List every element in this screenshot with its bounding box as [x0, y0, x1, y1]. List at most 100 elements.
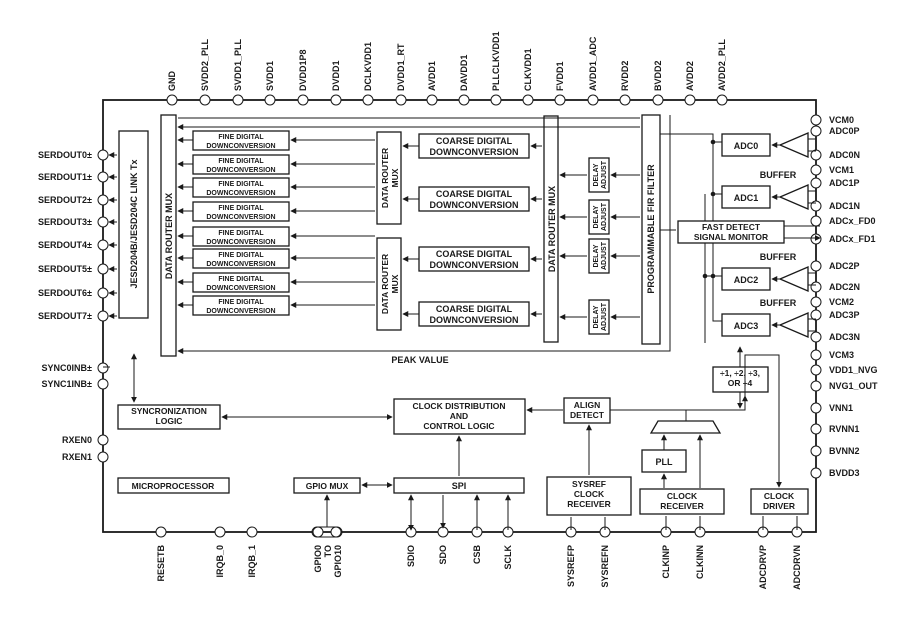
right-pin-label: VCM0	[829, 115, 854, 125]
right-pin-6	[810, 215, 822, 227]
top-pin-label: DVDD1	[331, 60, 341, 91]
left-pins: SERDOUT0±SERDOUT1±SERDOUT2±SERDOUT3±SERD…	[38, 149, 117, 463]
right-pin-label: ADCx_FD1	[829, 234, 876, 244]
bottom-pin-gpio-b	[330, 526, 342, 538]
left-pin-11	[97, 451, 109, 463]
inner-mux-lower-line1: DATA ROUTER	[380, 254, 390, 314]
fine-ddc-line2: DOWNCONVERSION	[206, 239, 275, 246]
svg-text:÷1, ÷2, ÷3,OR ÷4: ÷1, ÷2, ÷3,OR ÷4	[720, 368, 760, 388]
right-pin-18	[810, 445, 822, 457]
top-pin-label: FVDD1	[555, 61, 565, 91]
bottom-pin-label: ADCDRVN	[792, 545, 802, 590]
bottom-pin-gpio-a	[312, 526, 324, 538]
coarse-ddc-line1: COARSE DIGITAL	[436, 249, 513, 259]
delay-line1: DELAY	[593, 163, 600, 186]
fine-ddc-line2: DOWNCONVERSION	[206, 143, 275, 150]
buffer-triangle	[778, 312, 809, 338]
top-pin-label: AVDD2_PLL	[717, 39, 727, 91]
left-pin-7	[97, 310, 109, 322]
clock-mux-trapezoid	[649, 420, 722, 434]
coarse-ddc-line1: COARSE DIGITAL	[436, 304, 513, 314]
top-pin-15	[652, 94, 664, 106]
bottom-pin-label: GPIO10	[333, 545, 343, 578]
right-pin-label: BVDD3	[829, 468, 860, 478]
delay-line2: ADJUST	[601, 241, 608, 270]
svg-text:DELAYADJUST: DELAYADJUST	[593, 160, 608, 189]
top-pin-16	[684, 94, 696, 106]
align-line2: DETECT	[570, 410, 605, 420]
left-pin-3	[97, 216, 109, 228]
svg-text:DATA ROUTERMUX: DATA ROUTERMUX	[380, 254, 400, 314]
clock-dist-line1: CLOCK DISTRIBUTION	[412, 401, 505, 411]
fast-detect-line2: SIGNAL MONITOR	[694, 232, 768, 242]
peak-value-label: PEAK VALUE	[391, 355, 448, 365]
left-pin-4	[97, 239, 109, 251]
top-pin-13	[587, 94, 599, 106]
data-router-mux-right-label: DATA ROUTER MUX	[547, 186, 557, 272]
coarse-ddc-line1: COARSE DIGITAL	[436, 136, 513, 146]
right-pin-16	[810, 402, 822, 414]
top-pin-14	[619, 94, 631, 106]
top-pin-4	[297, 94, 309, 106]
right-pin-15	[810, 380, 822, 392]
top-pin-label: SVDD1_PLL	[233, 38, 243, 91]
top-pin-5	[330, 94, 342, 106]
bottom-pin-label: RESETB	[156, 545, 166, 582]
delay-adjust-block: DELAYADJUST	[588, 299, 610, 335]
top-pin-2	[232, 94, 244, 106]
buffer-label: BUFFER	[760, 252, 797, 262]
left-pin-1	[97, 171, 109, 183]
fine-ddc-line1: FINE DIGITAL	[218, 230, 264, 237]
bottom-pin-2	[246, 526, 258, 538]
gpio-mux-label: GPIO MUX	[306, 481, 349, 491]
top-pin-1	[199, 94, 211, 106]
microprocessor-label: MICROPROCESSOR	[132, 481, 215, 491]
top-pin-label: SVDD1	[265, 61, 275, 91]
bottom-pin-label: CSB	[472, 545, 482, 565]
fine-ddc-line1: FINE DIGITAL	[218, 181, 264, 188]
right-pin-label: VCM2	[829, 297, 854, 307]
coarse-ddc-line2: DOWNCONVERSION	[429, 315, 518, 325]
delay-line1: DELAY	[593, 205, 600, 228]
buffer-label: BUFFER	[760, 170, 797, 180]
right-pins: VCM0ADC0PADC0NVCM1ADC1PADC1NADCx_FD0ADCx…	[810, 114, 878, 479]
clock-dist-line3: CONTROL LOGIC	[423, 421, 494, 431]
top-pin-9	[458, 94, 470, 106]
bottom-pin-label: SCLK	[503, 545, 513, 570]
right-pin-9	[810, 281, 822, 293]
fine-ddc-line1: FINE DIGITAL	[218, 276, 264, 283]
divider-line2: OR ÷4	[728, 378, 753, 388]
bottom-pin-label: CLKINN	[695, 545, 705, 579]
bottom-pin-label: SDIO	[406, 545, 416, 567]
clock-rx-line1: CLOCK	[667, 491, 698, 501]
right-pin-label: ADC2N	[829, 282, 860, 292]
delay-adjust-group: DELAYADJUSTDELAYADJUSTDELAYADJUSTDELAYAD…	[559, 157, 640, 335]
buffer-triangle	[778, 132, 809, 158]
bottom-pin-7	[437, 526, 449, 538]
right-pin-2	[810, 149, 822, 161]
left-pin-10	[97, 434, 109, 446]
top-pin-3	[264, 94, 276, 106]
right-pin-label: VCM3	[829, 350, 854, 360]
top-pin-label: PLLCLKVDD1	[491, 31, 501, 91]
bottom-pin-label: IRQB_0	[215, 545, 225, 578]
fine-ddc-line2: DOWNCONVERSION	[206, 167, 275, 174]
